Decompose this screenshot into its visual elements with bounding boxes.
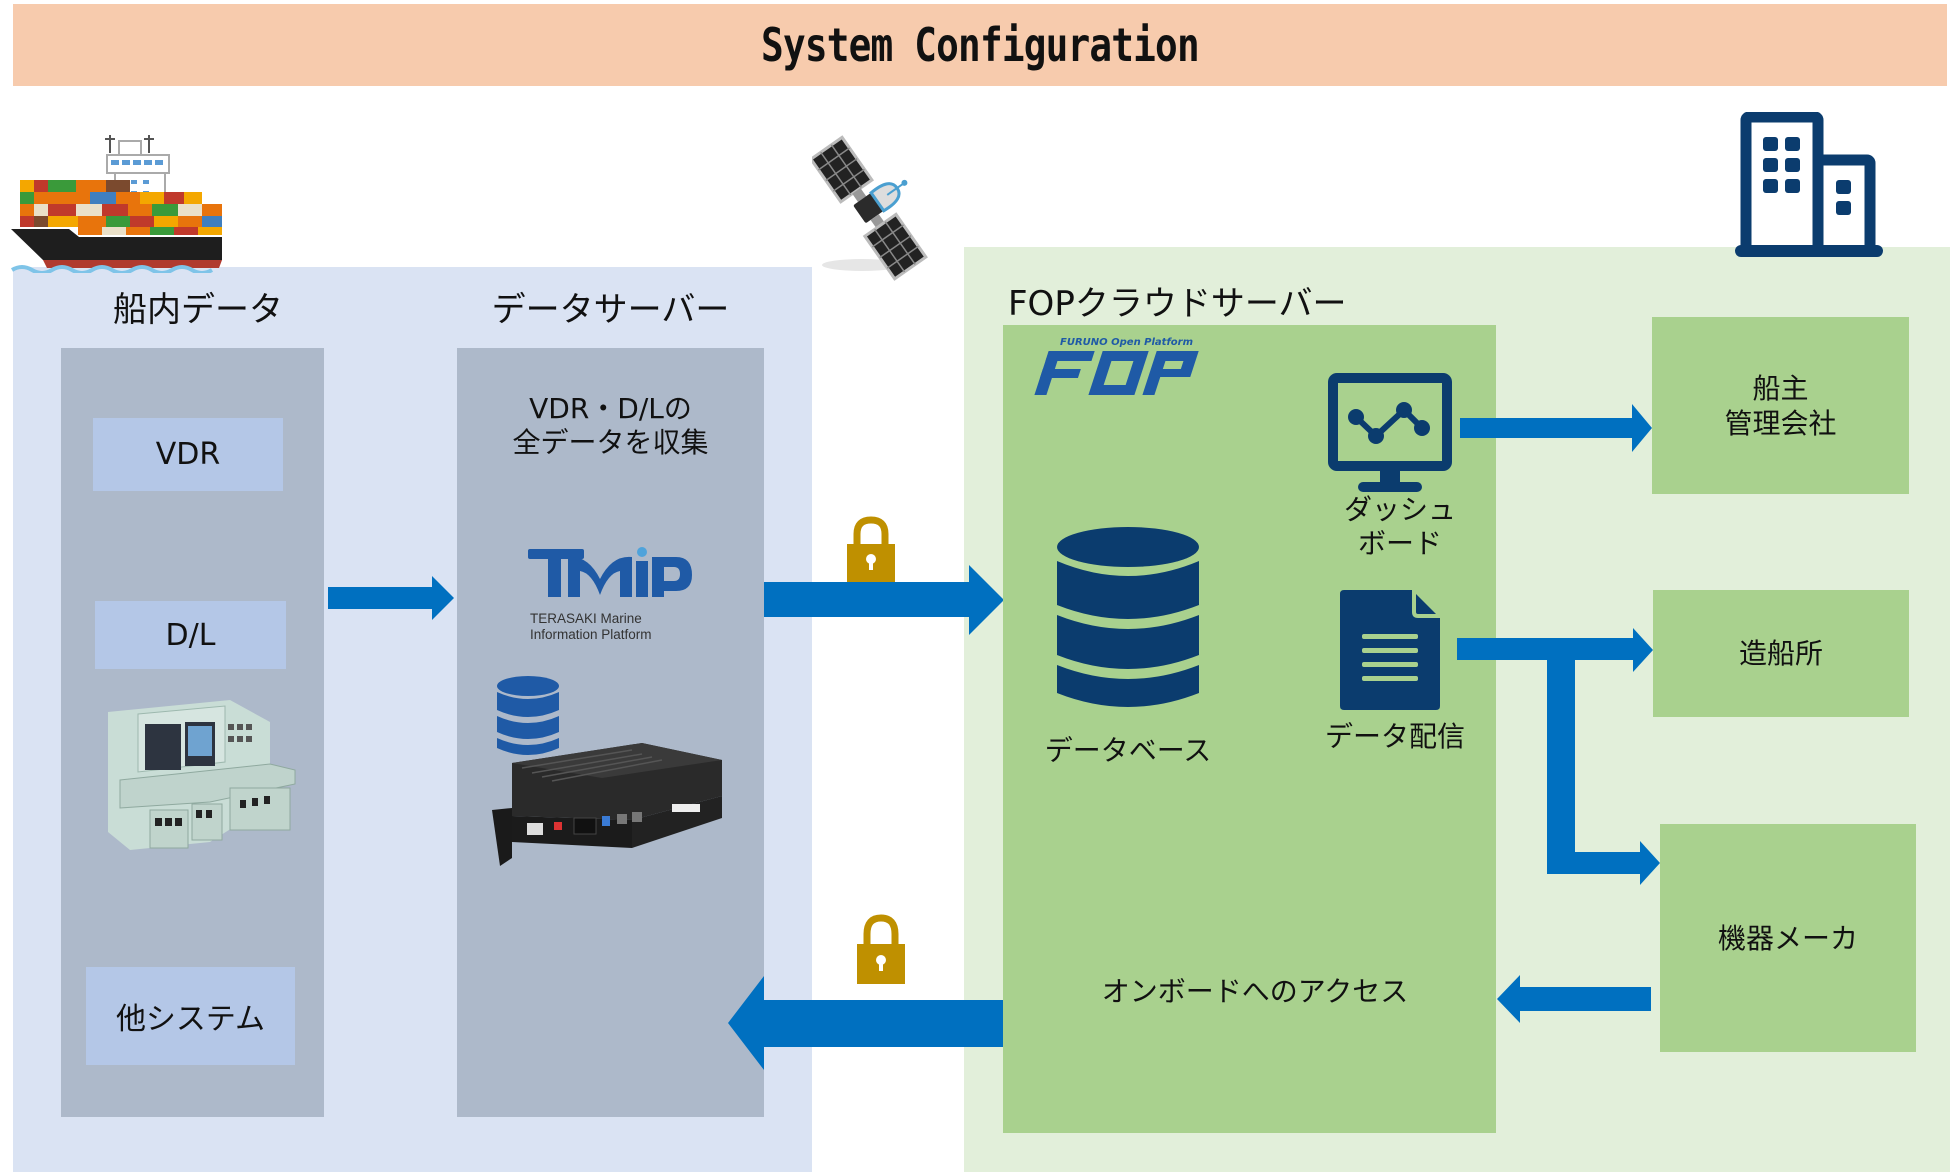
arrow-server-to-cloud bbox=[764, 565, 1004, 635]
dashboard-label: ダッシュ ボード bbox=[1343, 493, 1456, 560]
title-bar: System Configuration bbox=[13, 4, 1947, 86]
stakeholder-label: 船主 bbox=[1752, 371, 1809, 405]
arrow-distribution-to-maker bbox=[1547, 841, 1660, 885]
arrow-dashboard-to-owner bbox=[1460, 404, 1652, 452]
satellite-icon bbox=[812, 133, 932, 283]
tmip-subtitle: TERASAKI Marine Information Platform bbox=[530, 611, 652, 642]
stakeholder-label: 管理会社 bbox=[1724, 406, 1837, 440]
onboard-item-vdr: VDR bbox=[93, 418, 283, 491]
data-server-heading: データサーバー bbox=[491, 290, 730, 330]
stakeholder-shipyard: 造船所 bbox=[1653, 590, 1909, 717]
engine-control-console-image bbox=[100, 692, 305, 864]
onboard-item-label: 他システム bbox=[115, 1002, 266, 1037]
edge-server-hardware-image bbox=[482, 738, 732, 866]
dashboard-monitor-icon bbox=[1328, 373, 1452, 495]
data-distribution-label: データ配信 bbox=[1324, 720, 1465, 753]
fop-logo bbox=[1030, 347, 1210, 399]
fop-cloud-server-box bbox=[1003, 325, 1496, 1133]
stakeholder-label: 造船所 bbox=[1738, 637, 1823, 670]
database-icon bbox=[497, 676, 559, 758]
arrow-onboard-to-server bbox=[328, 576, 454, 620]
onboard-heading: 船内データ bbox=[113, 290, 283, 330]
office-building-icon bbox=[1735, 112, 1883, 258]
onboard-item-dl: D/L bbox=[95, 601, 286, 669]
padlock-icon bbox=[845, 516, 897, 584]
page-title: System Configuration bbox=[761, 18, 1200, 72]
stakeholder-label: 機器メーカ bbox=[1717, 921, 1858, 955]
stakeholder-equipment-maker: 機器メーカ bbox=[1660, 824, 1916, 1052]
database-icon bbox=[1057, 525, 1199, 717]
document-icon bbox=[1340, 590, 1440, 710]
arrow-cloud-to-server bbox=[728, 976, 1008, 1070]
arrow-maker-to-cloud bbox=[1497, 975, 1651, 1023]
stakeholder-owner-management: 船主 管理会社 bbox=[1652, 317, 1909, 494]
container-ship-icon bbox=[7, 125, 222, 273]
onboard-item-other-systems: 他システム bbox=[86, 967, 295, 1065]
padlock-icon bbox=[855, 914, 907, 984]
onboard-access-label: オンボードへのアクセス bbox=[1101, 975, 1409, 1008]
onboard-item-label: VDR bbox=[155, 437, 221, 472]
onboard-item-label: D/L bbox=[165, 617, 216, 653]
data-server-description: VDR・D/Lの 全データを収集 bbox=[512, 392, 709, 459]
arrow-branch-vertical bbox=[1547, 650, 1575, 874]
fop-tagline: FURUNO Open Platform bbox=[1060, 337, 1194, 348]
tmip-logo bbox=[528, 545, 694, 600]
database-label: データベース bbox=[1044, 734, 1212, 767]
cloud-heading: FOPクラウドサーバー bbox=[1008, 284, 1347, 324]
